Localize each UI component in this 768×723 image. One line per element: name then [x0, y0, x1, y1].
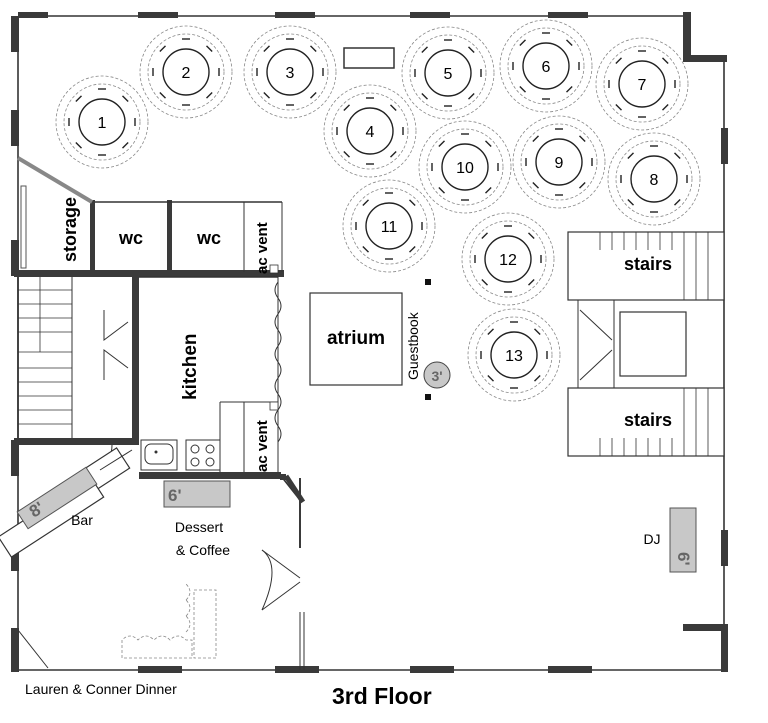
- table-8: 8: [607, 132, 701, 226]
- dj-table: [669, 507, 697, 573]
- table-number: 9: [555, 155, 564, 172]
- table-2: 2: [139, 25, 233, 119]
- table-number: 10: [456, 160, 474, 177]
- table-12: 12: [461, 212, 555, 306]
- dj-label: DJ: [643, 531, 660, 547]
- head-table: [343, 47, 395, 69]
- ac-vent-top-label: ac vent: [254, 222, 271, 274]
- kitchen-label: kitchen: [180, 333, 201, 400]
- table-9: 9: [512, 115, 606, 209]
- floor-title: 3rd Floor: [332, 683, 432, 709]
- table-number: 8: [650, 172, 659, 189]
- stairs-top-label: stairs: [624, 254, 672, 274]
- dessert-label-2: & Coffee: [176, 542, 230, 558]
- event-name: Lauren & Conner Dinner: [25, 681, 177, 697]
- wc-label-1: wc: [118, 228, 143, 248]
- guestbook-table: [423, 361, 451, 389]
- guestbook-table-size: 3': [431, 368, 442, 384]
- wc-label-2: wc: [196, 228, 221, 248]
- storage-label: storage: [60, 197, 80, 262]
- dj-table-size: 6': [674, 552, 693, 566]
- ac-vent-bottom-label: ac vent: [254, 420, 271, 472]
- table-number: 2: [182, 65, 191, 82]
- table-number: 5: [444, 66, 453, 83]
- table-5: 5: [401, 26, 495, 120]
- table-number: 4: [366, 124, 375, 141]
- left-stair-block: [14, 277, 139, 469]
- atrium-box: [309, 292, 403, 386]
- table-number: 7: [638, 77, 647, 94]
- table-6: 6: [499, 19, 593, 113]
- table-11: 11: [342, 179, 436, 273]
- table-number: 3: [286, 65, 295, 82]
- table-number: 13: [505, 348, 523, 365]
- table-number: 1: [98, 115, 107, 132]
- bar-label: Bar: [71, 512, 93, 528]
- service-rooms: [14, 156, 284, 277]
- table-number: 12: [499, 252, 517, 269]
- table-number: 11: [381, 219, 398, 236]
- dessert-table-size: 6': [168, 486, 182, 505]
- guestbook-label: Guestbook: [405, 311, 421, 380]
- table-10: 10: [418, 120, 512, 214]
- table-3: 3: [243, 25, 337, 119]
- dessert-room: [121, 474, 306, 670]
- table-1: 1: [55, 75, 149, 169]
- table-number: 6: [542, 59, 551, 76]
- dessert-table: [163, 480, 231, 508]
- dessert-label-1: Dessert: [175, 519, 223, 535]
- bar-counter: [0, 447, 133, 558]
- right-stairs: [567, 231, 725, 457]
- table-13: 13: [467, 308, 561, 402]
- table-4: 4: [323, 84, 417, 178]
- table-7: 7: [595, 37, 689, 131]
- stairs-bottom-label: stairs: [624, 410, 672, 430]
- kitchen-room: [139, 276, 282, 479]
- atrium-label: atrium: [327, 328, 385, 349]
